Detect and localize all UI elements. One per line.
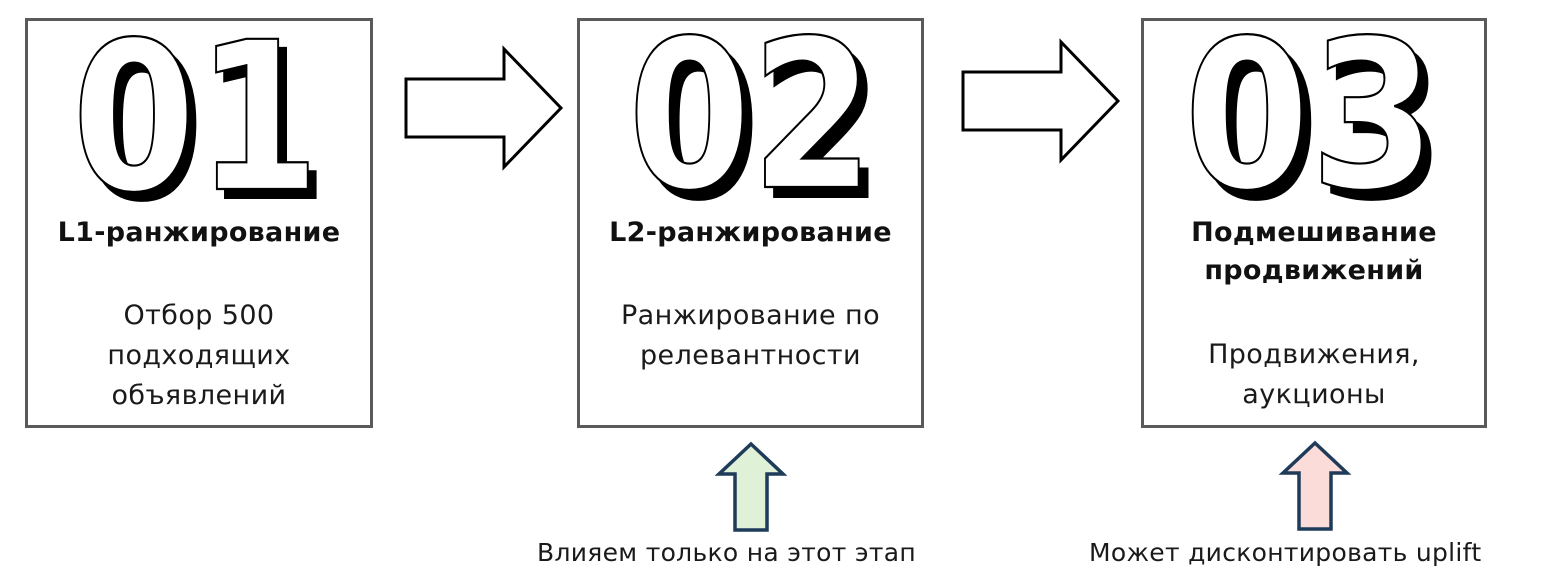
stage-description-line: аукционы [1242,379,1386,410]
stage-title: Подмешивание продвижений [1144,214,1484,290]
stage-box-promotions: 03 03 Подмешивание продвижений Продвижен… [1141,18,1487,428]
stage-title-line: L1-ранжирование [57,217,341,248]
up-arrow-icon [714,441,788,532]
stage-description: Отбор 500 подходящих объявлений [28,296,370,416]
right-arrow-outline-icon [961,38,1121,164]
stage-title: L2-ранжирование [580,214,921,252]
stage-number-01-graphic: 01 01 [71,21,329,211]
stage-description-line: Отбор 500 [123,300,275,331]
stage-description-line: Продвижения, [1208,339,1420,370]
stage-number-01: 01 01 [28,21,370,211]
stage-box-l1: 01 01 L1-ранжирование Отбор 500 подходящ… [25,18,373,428]
stage-number-02-graphic: 02 02 [627,21,884,211]
up-arrow-icon [1278,440,1352,531]
stage-number-01-shadow: 01 [80,21,328,211]
stage-number-02-shadow: 02 [637,21,883,211]
right-arrow-outline-icon [404,45,564,171]
stage-number-02: 02 02 [580,21,921,211]
stage-number-01-face: 01 [72,21,320,211]
stage-box-l2: 02 02 L2-ранжирование Ранжирование по ре… [577,18,924,428]
stage-number-03-face: 03 [1184,21,1436,211]
stage-title: L1-ранжирование [28,214,370,252]
stage-title-line: Подмешивание [1191,217,1437,248]
stage-description-line: объявлений [111,380,287,411]
stage-description-line: Ранжирование по [620,300,881,331]
stage-number-03-graphic: 03 03 [1183,21,1446,211]
stage-title-line: продвижений [1204,255,1424,286]
stage-description: Продвижения, аукционы [1144,335,1484,415]
stage-description-line: релевантности [640,340,861,371]
stage-number-03-shadow: 03 [1193,21,1445,211]
stage-number-03: 03 03 [1144,21,1484,211]
stage-description: Ранжирование по релевантности [580,296,921,376]
stage-number-02-face: 02 [628,21,874,211]
stage-description-line: подходящих [107,340,291,371]
stage-title-line: L2-ранжирование [609,217,892,248]
annotation-caption-promotions: Может дисконтировать uplift [1089,538,1482,567]
annotation-caption-l2: Влияем только на этот этап [537,538,916,567]
